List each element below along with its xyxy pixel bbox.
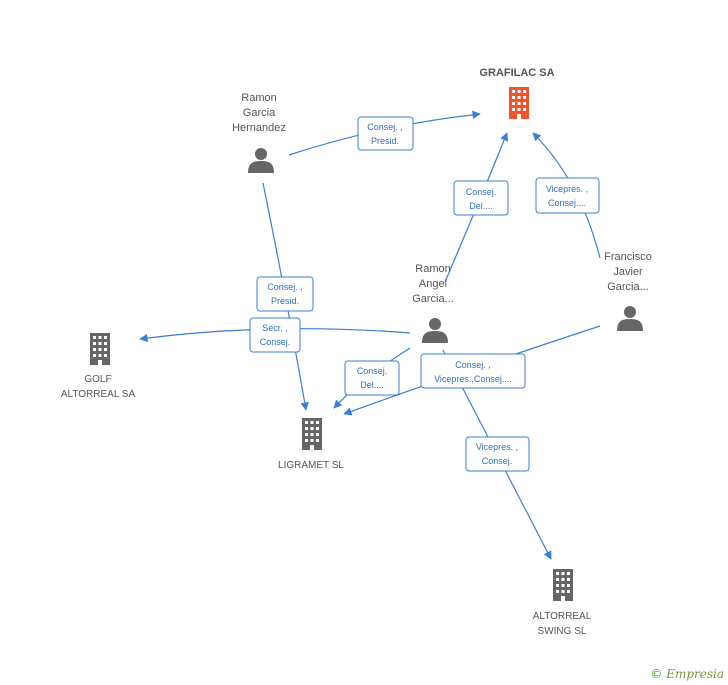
building-icon — [90, 333, 110, 365]
role-box-r8[interactable]: Vicepres. , Consej. — [465, 436, 530, 472]
role-box-r7[interactable]: Consej. , Vicepres.,Consej.... — [420, 353, 526, 389]
person-icon — [422, 318, 448, 343]
role-r8-line2: Consej. — [482, 456, 513, 466]
edges — [139, 110, 601, 560]
role-r5-line2: Consej. — [260, 337, 291, 347]
role-box-r2[interactable]: Consej. Del.... — [453, 180, 509, 216]
altorreal-swing-label-line1: ALTORREAL — [533, 611, 592, 622]
ramon-garcia-label-line2: Garcia — [243, 107, 276, 119]
building-icon — [553, 569, 573, 601]
node-golf-altorreal[interactable]: GOLF ALTORREAL SA — [61, 333, 136, 400]
role-r1-line2: Presid. — [371, 136, 399, 146]
role-box-r1[interactable]: Consej. , Presid. — [357, 116, 414, 151]
role-box-r5[interactable]: Secr. , Consej. — [249, 317, 301, 353]
node-ligramet[interactable]: LIGRAMET SL — [278, 418, 344, 471]
altorreal-swing-label-line2: SWING SL — [538, 626, 587, 637]
role-r3-line1: Vicepres. , — [546, 184, 588, 194]
ramon-angel-label-line2: Angel — [419, 278, 447, 290]
role-box-r4[interactable]: Consej. , Presid. — [256, 276, 314, 312]
ramon-garcia-label-line3: Hernandez — [232, 122, 286, 134]
node-francisco[interactable]: Francisco Javier Garcia... — [604, 251, 652, 331]
role-box-r3[interactable]: Vicepres. , Consej.... — [535, 177, 600, 214]
francisco-label-line2: Javier — [613, 266, 643, 278]
francisco-label-line1: Francisco — [604, 251, 652, 263]
role-r6-line2: Del.... — [360, 380, 384, 390]
role-r7-line2: Vicepres.,Consej.... — [434, 374, 512, 384]
copyright-icon: © — [650, 667, 663, 681]
grafilac-label: GRAFILAC SA — [479, 67, 554, 79]
ramon-angel-label-line1: Ramon — [415, 263, 450, 275]
role-r2-line1: Consej. — [466, 187, 497, 197]
person-icon — [248, 148, 274, 173]
ramon-garcia-label-line1: Ramon — [241, 92, 276, 104]
node-ramon-garcia[interactable]: Ramon Garcia Hernandez — [232, 92, 286, 173]
node-grafilac[interactable]: GRAFILAC SA — [479, 67, 555, 119]
golf-label-line1: GOLF — [84, 374, 111, 385]
role-r1-line1: Consej. , — [367, 122, 403, 132]
role-box-r6[interactable]: Consej. Del.... — [344, 360, 400, 396]
node-ramon-angel[interactable]: Ramon Angel Garcia... — [412, 263, 454, 343]
brand-name: Empresia — [666, 667, 724, 681]
ligramet-label: LIGRAMET SL — [278, 460, 344, 471]
role-r4-line2: Presid. — [271, 296, 299, 306]
ramon-angel-label-line3: Garcia... — [412, 293, 454, 305]
role-r5-line1: Secr. , — [262, 323, 288, 333]
francisco-label-line3: Garcia... — [607, 281, 649, 293]
footer-brand[interactable]: ©Empresia — [650, 667, 724, 681]
role-r3-line2: Consej.... — [548, 198, 586, 208]
role-r2-line2: Del.... — [469, 201, 493, 211]
person-icon — [617, 306, 643, 331]
building-icon — [509, 87, 529, 119]
building-icon — [302, 418, 322, 450]
role-r7-line1: Consej. , — [455, 360, 491, 370]
role-r6-line1: Consej. — [357, 366, 388, 376]
node-altorreal-swing[interactable]: ALTORREAL SWING SL — [533, 569, 592, 637]
role-r4-line1: Consej. , — [267, 282, 303, 292]
role-r8-line1: Vicepres. , — [476, 442, 518, 452]
golf-label-line2: ALTORREAL SA — [61, 389, 136, 400]
